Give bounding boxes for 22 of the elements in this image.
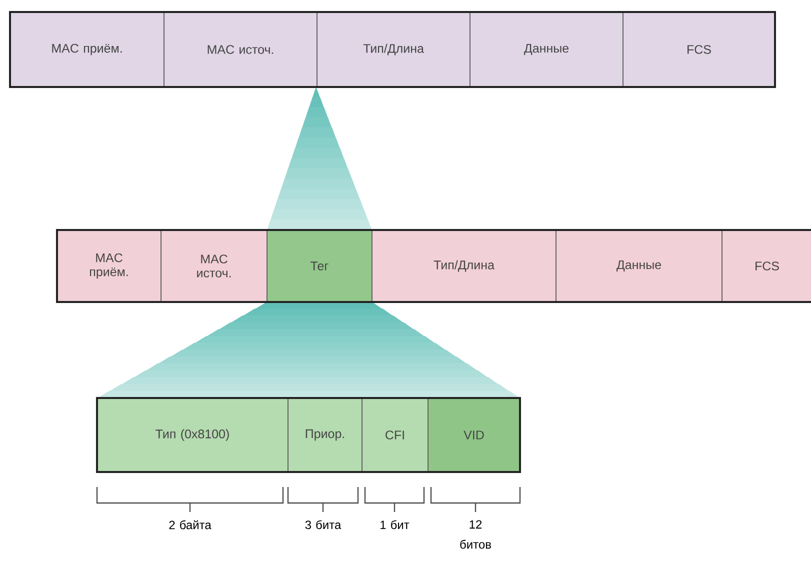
field-cell: Данные xyxy=(556,230,722,302)
field-cell: Тег xyxy=(266,230,372,302)
field-cell: FCS xyxy=(622,12,776,88)
field-cell: Данные xyxy=(470,12,624,88)
frame-bar xyxy=(96,397,521,473)
dimension-label: 2 байта xyxy=(169,520,212,530)
field-cell: Тип/Длина xyxy=(372,230,556,302)
node-label: FCS xyxy=(756,262,779,270)
field-cell: VID xyxy=(428,398,520,472)
field-cell: MAC источ. xyxy=(164,12,318,88)
dimension-label: 3 бита xyxy=(305,520,342,530)
field-cell: Приор. xyxy=(288,398,362,472)
dimension-label: 12 битов xyxy=(460,520,491,549)
field-cell: MAC источ. xyxy=(160,230,268,302)
field-cell: MAC приём. xyxy=(10,12,164,88)
field-cell: CFI xyxy=(362,398,428,472)
frame-bar xyxy=(9,11,776,88)
field-cell: Тип/Длина xyxy=(316,12,470,88)
field-cell: MAC приём. xyxy=(56,230,162,302)
field-cell: FCS xyxy=(722,230,811,302)
dimension-label: 1 бит xyxy=(380,520,410,530)
frame-bar xyxy=(56,229,811,303)
